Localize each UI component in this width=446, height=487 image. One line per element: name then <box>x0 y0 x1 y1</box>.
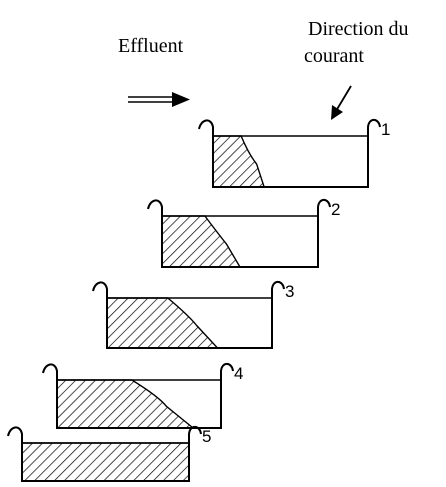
sludge-hatch <box>106 297 220 349</box>
current-direction-label-line2: courant <box>304 45 364 67</box>
basins-group: 1 2 3 4 5 <box>7 118 390 482</box>
sludge-hatch <box>212 135 266 188</box>
basin-outline <box>198 118 381 188</box>
basin-number: 3 <box>285 282 294 301</box>
basin-outline <box>7 425 202 482</box>
current-direction-arrow-icon <box>331 85 352 120</box>
basin-3: 3 <box>92 280 294 349</box>
basin-2: 2 <box>147 198 340 268</box>
basin-4: 4 <box>42 362 243 429</box>
sludge-hatch <box>21 442 190 482</box>
effluent-label: Effluent <box>118 35 184 57</box>
basin-number: 2 <box>331 200 340 219</box>
basin-5: 5 <box>7 425 211 482</box>
basin-1: 1 <box>198 118 390 188</box>
basin-outline <box>92 280 285 349</box>
sludge-hatch <box>56 379 196 429</box>
basin-outline <box>42 362 234 429</box>
current-direction-label-line1: Direction du <box>308 18 409 40</box>
basin-number: 4 <box>234 364 243 383</box>
sludge-hatch <box>161 215 242 268</box>
basin-number: 5 <box>202 427 211 446</box>
effluent-arrow-icon <box>128 92 190 107</box>
basin-outline <box>147 198 331 268</box>
basin-number: 1 <box>381 120 390 139</box>
